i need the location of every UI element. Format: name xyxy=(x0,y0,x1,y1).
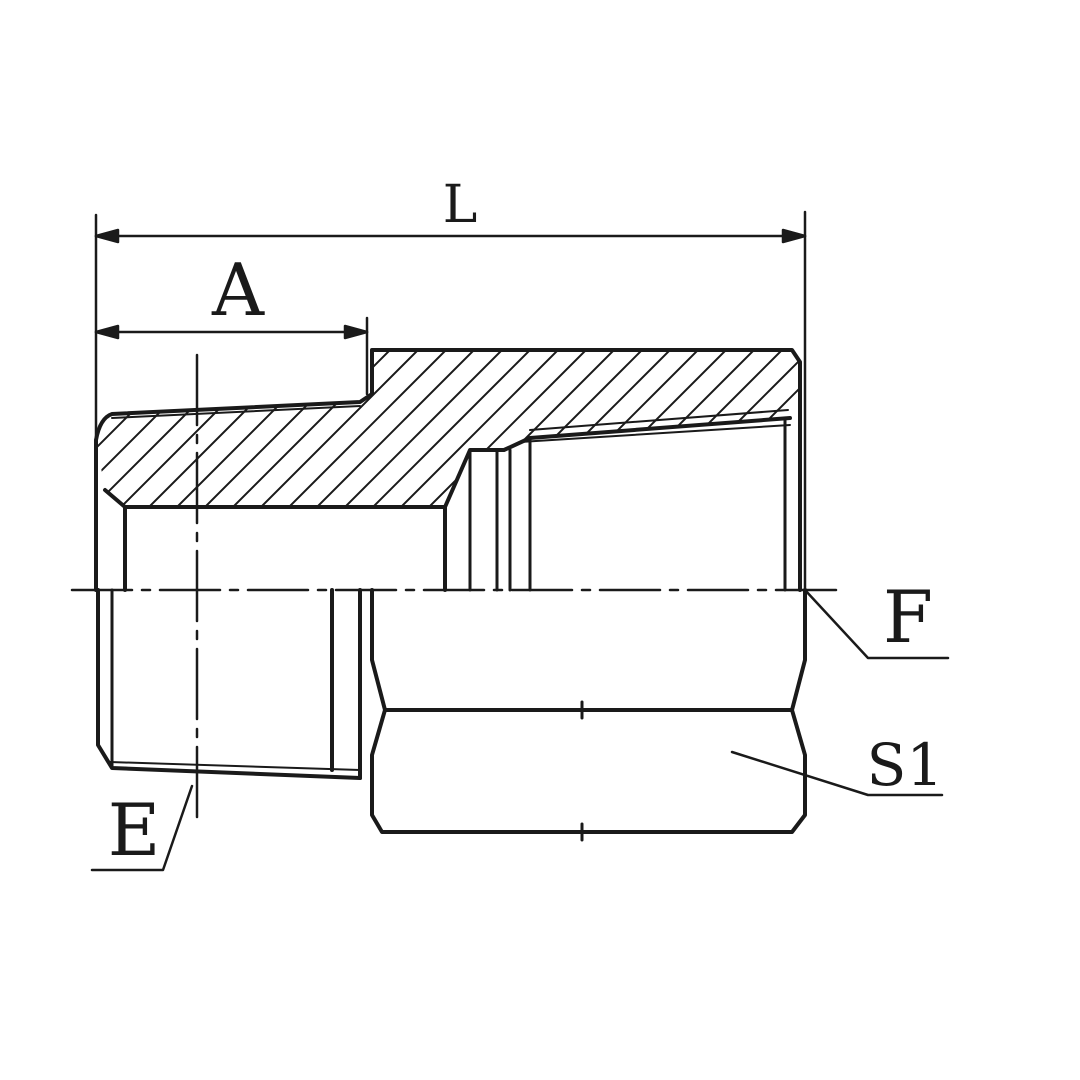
hatch-line xyxy=(107,350,299,507)
label-e: E xyxy=(108,788,161,872)
hatch-line xyxy=(191,350,383,507)
label-f: F xyxy=(883,575,933,659)
label-s1: S1 xyxy=(867,731,944,799)
hatch-line xyxy=(415,350,607,507)
hatch-line xyxy=(976,330,1080,520)
leader-e xyxy=(90,784,194,872)
hatch-line xyxy=(359,350,551,507)
hatch-line xyxy=(219,350,411,507)
hatch-line xyxy=(723,350,800,507)
leader-s1 xyxy=(730,750,944,797)
hatch-line xyxy=(948,330,1080,520)
hatch-line xyxy=(779,350,800,507)
hatch-line xyxy=(808,330,998,520)
hatch-line xyxy=(0,330,18,520)
hatch-line xyxy=(387,350,579,507)
hatch-line xyxy=(0,330,46,520)
hatch-line xyxy=(331,350,523,507)
leader-lines xyxy=(90,588,950,872)
dimension-l xyxy=(94,210,807,592)
hatch-line xyxy=(920,330,1080,520)
hatch-line xyxy=(247,350,439,507)
hatch-line xyxy=(836,330,1026,520)
hatch-line xyxy=(96,350,131,507)
hatch-line xyxy=(96,350,243,507)
section-outline xyxy=(94,348,802,592)
label-l: L xyxy=(443,175,478,235)
section-hatching xyxy=(0,330,1080,520)
leader-f xyxy=(803,588,950,660)
hatch-line xyxy=(96,350,215,507)
hatch-line xyxy=(135,350,327,507)
label-a: A xyxy=(211,248,265,332)
hatch-line xyxy=(892,330,1080,520)
hatch-line xyxy=(163,350,355,507)
hatch-line xyxy=(471,350,663,507)
hatch-line xyxy=(275,350,467,507)
hatch-line xyxy=(303,350,495,507)
hatch-line xyxy=(864,330,1054,520)
hatch-line xyxy=(96,350,103,507)
dimension-a xyxy=(94,316,369,396)
hatch-line xyxy=(96,350,159,507)
hatch-line xyxy=(96,350,187,507)
hatch-line xyxy=(0,330,74,520)
exterior-view xyxy=(96,588,807,842)
